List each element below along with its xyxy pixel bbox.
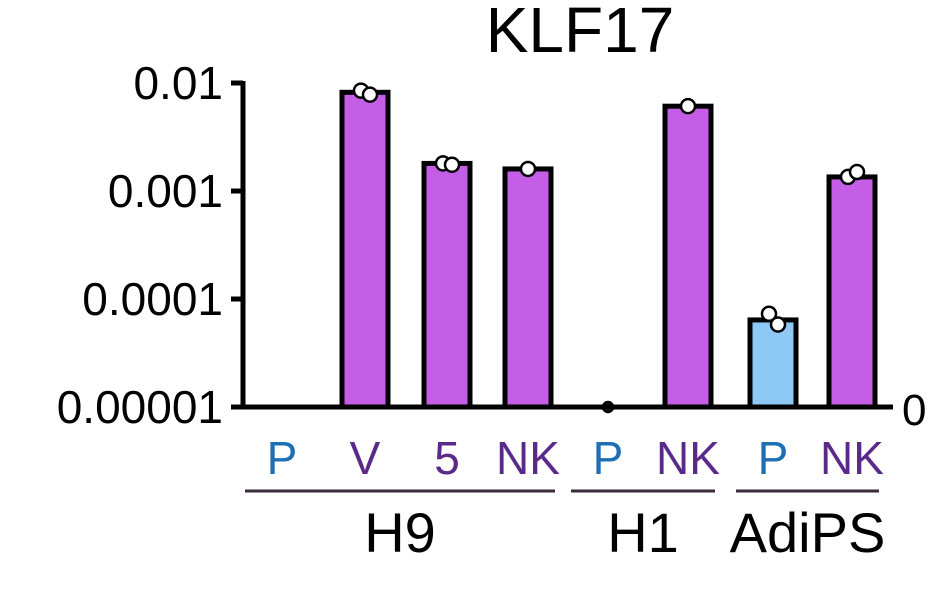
bar bbox=[339, 89, 391, 410]
x-tick-label: P bbox=[758, 432, 789, 484]
data-point bbox=[519, 160, 537, 178]
data-point bbox=[760, 305, 778, 323]
data-point bbox=[679, 97, 697, 115]
group-label: H9 bbox=[364, 501, 436, 564]
data-point bbox=[443, 156, 461, 174]
data-point bbox=[361, 86, 379, 103]
x-tick-label: V bbox=[350, 432, 381, 484]
x-tick-label: NK bbox=[496, 432, 560, 484]
y-tick-label: 0.0001 bbox=[82, 273, 223, 325]
chart-title: KLF17 bbox=[486, 0, 675, 66]
y-axis: 0.01 0.001 0.0001 0.00001 bbox=[57, 57, 246, 433]
x-tick-label: NK bbox=[820, 432, 884, 484]
x-tick-label: NK bbox=[656, 432, 720, 484]
x-tick-label: P bbox=[593, 432, 624, 484]
data-points bbox=[352, 82, 866, 414]
group-label: AdiPS bbox=[730, 501, 886, 564]
bars bbox=[339, 89, 878, 410]
y-tick-label: 0.001 bbox=[108, 165, 223, 217]
x-tick-label: P bbox=[267, 432, 298, 484]
bar bbox=[747, 317, 799, 410]
bar bbox=[421, 160, 473, 410]
x-tick-label: 5 bbox=[434, 432, 460, 484]
group-labels: H9 H1 AdiPS bbox=[245, 489, 886, 564]
bar bbox=[826, 174, 878, 410]
y-tick-label: 0.01 bbox=[133, 57, 223, 109]
bar bbox=[662, 103, 714, 410]
axis-end-label: 0 bbox=[902, 386, 926, 435]
bar bbox=[502, 166, 554, 410]
group-label: H1 bbox=[607, 501, 679, 564]
data-point bbox=[769, 316, 787, 333]
data-point bbox=[848, 163, 866, 181]
y-tick-label: 0.00001 bbox=[57, 381, 223, 433]
